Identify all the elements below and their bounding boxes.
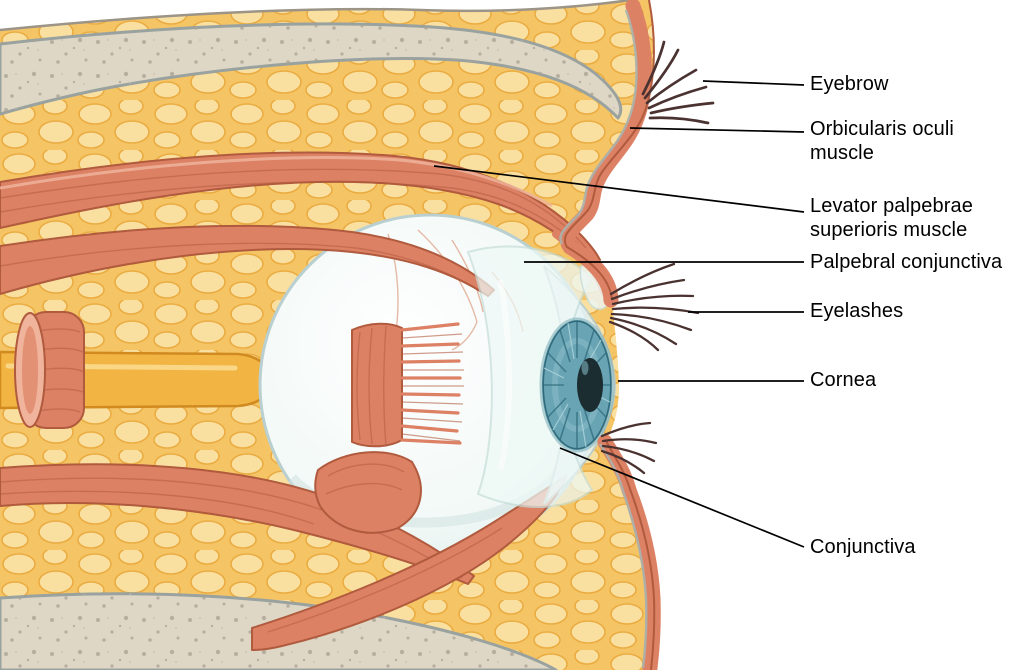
label-conjunctiva: Conjunctiva — [810, 536, 916, 558]
label-levator-palpebrae-superioris-muscle: Levator palpebrae superioris muscle — [810, 195, 973, 241]
cut-muscle-stump — [14, 311, 85, 429]
frontal-bone — [0, 22, 623, 120]
label-orbicularis-oculi-muscle: Orbicularis oculi muscle — [810, 118, 954, 164]
label-palpebral-conjunctiva: Palpebral conjunctiva — [810, 251, 1003, 273]
leader-eyebrow — [702, 80, 805, 86]
leader-levator-palpebrae-superioris-muscle — [433, 165, 805, 213]
inferior-rectus-muscle — [0, 463, 475, 585]
leader-conjunctiva — [559, 447, 805, 548]
label-eyebrow: Eyebrow — [810, 73, 889, 95]
upper-eyelashes — [608, 262, 700, 352]
leader-lines — [433, 80, 805, 548]
label-eyelashes: Eyelashes — [810, 300, 904, 322]
iris — [539, 317, 615, 453]
leader-orbicularis-oculi-muscle — [629, 127, 805, 133]
superior-rectus-insertion — [351, 322, 464, 448]
pupil — [577, 358, 603, 412]
label-cornea: Cornea — [810, 369, 877, 391]
limbus-ring — [539, 317, 615, 453]
eyebrow-hairs — [641, 40, 715, 125]
pupil-highlight — [581, 361, 589, 375]
scalp-skin-line — [0, 0, 631, 32]
inferior-rectus-insertion — [314, 451, 422, 534]
lower-eyelashes — [600, 421, 658, 475]
